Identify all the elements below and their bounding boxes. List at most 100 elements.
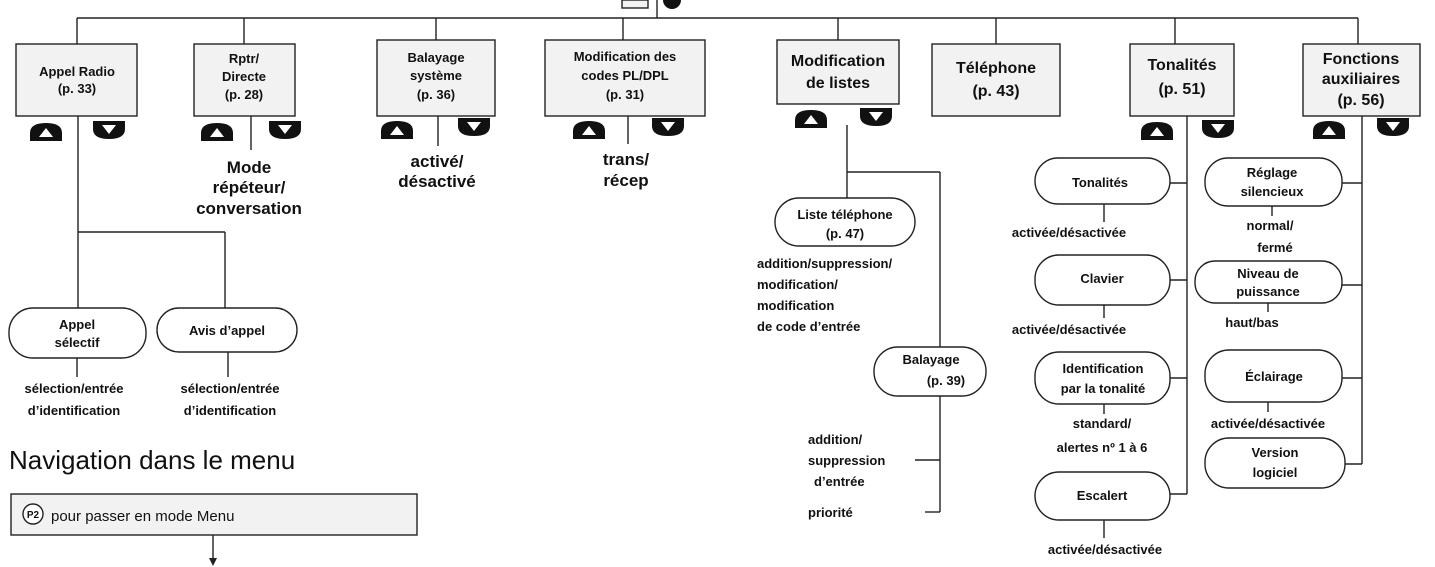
codes-values-line1: trans/ bbox=[603, 150, 650, 169]
niveau-values: haut/bas bbox=[1225, 315, 1278, 330]
liste-telephone-values-line2: modification/ bbox=[757, 277, 838, 292]
appel-selectif-values-line1: sélection/entrée bbox=[25, 381, 124, 396]
niveau-line2: puissance bbox=[1236, 284, 1300, 299]
avis-appel-option[interactable]: Avis d’appel bbox=[156, 307, 298, 353]
menu-item-rptr-directe[interactable]: Rptr/ Directe (p. 28) bbox=[193, 43, 296, 117]
clavier-option[interactable]: Clavier bbox=[1034, 254, 1171, 306]
listes-branch bbox=[846, 125, 941, 513]
down-arrow-icon[interactable] bbox=[93, 121, 125, 139]
up-arrow-icon[interactable] bbox=[1141, 122, 1173, 140]
menu-item-codes-pl-dpl[interactable]: Modification des codes PL/DPL (p. 31) bbox=[544, 39, 706, 117]
escalert-label: Escalert bbox=[1077, 488, 1128, 503]
up-arrow-icon[interactable] bbox=[201, 123, 233, 141]
down-arrow-icon[interactable] bbox=[269, 121, 301, 139]
eclairage-values: activée/désactivée bbox=[1211, 416, 1325, 431]
liste-telephone-values-line3: modification bbox=[757, 298, 834, 313]
down-arrow-icon[interactable] bbox=[652, 118, 684, 136]
avis-appel-label: Avis d’appel bbox=[189, 323, 265, 338]
liste-telephone-option[interactable]: Liste téléphone (p. 47) bbox=[774, 197, 916, 247]
niveau-puissance-option[interactable]: Niveau de puissance bbox=[1194, 260, 1343, 304]
balayage-systeme-line2: système bbox=[410, 68, 462, 83]
balayage-liste-line1: Balayage bbox=[902, 352, 959, 367]
escalert-option[interactable]: Escalert bbox=[1034, 471, 1171, 521]
niveau-line1: Niveau de bbox=[1237, 266, 1298, 281]
listes-line2: de listes bbox=[806, 75, 870, 92]
rptr-line1: Rptr/ bbox=[229, 51, 260, 66]
auxiliaires-branch bbox=[1342, 116, 1363, 465]
auxiliaires-line1: Fonctions bbox=[1323, 51, 1400, 68]
balayage-liste-values-line1: addition/ bbox=[808, 432, 863, 447]
menu-item-balayage-systeme[interactable]: Balayage système (p. 36) bbox=[376, 39, 496, 117]
identification-tonalite-option[interactable]: Identification par la tonalité bbox=[1034, 351, 1171, 405]
reglage-line2: silencieux bbox=[1241, 184, 1305, 199]
tonalites-page: (p. 51) bbox=[1158, 81, 1205, 98]
top-connectors bbox=[76, 0, 1359, 44]
navigation-instruction: pour passer en mode Menu bbox=[51, 508, 234, 525]
menu-item-modification-listes[interactable]: Modification de listes bbox=[776, 39, 900, 105]
version-line2: logiciel bbox=[1253, 465, 1298, 480]
down-arrow-icon[interactable] bbox=[1377, 118, 1409, 136]
clavier-label: Clavier bbox=[1080, 271, 1123, 286]
balayage-systeme-page: (p. 36) bbox=[417, 87, 455, 102]
menu-item-fonctions-auxiliaires[interactable]: Fonctions auxiliaires (p. 56) bbox=[1302, 43, 1421, 117]
menu-item-appel-radio[interactable]: Appel Radio (p. 33) bbox=[15, 43, 138, 117]
reglage-values-line1: normal/ bbox=[1247, 218, 1294, 233]
liste-telephone-values-line4: de code d’entrée bbox=[757, 319, 860, 334]
down-arrow-icon[interactable] bbox=[860, 108, 892, 126]
balayage-liste-values-line3: d’entrée bbox=[814, 474, 865, 489]
balayage-values-line2: désactivé bbox=[398, 172, 476, 191]
version-line1: Version bbox=[1252, 445, 1299, 460]
down-arrow-icon[interactable] bbox=[1202, 120, 1234, 138]
balayage-liste-values-line2: suppression bbox=[808, 453, 885, 468]
balayage-liste-option[interactable]: Balayage (p. 39) bbox=[873, 346, 987, 397]
menu-item-tonalites[interactable]: Tonalités (p. 51) bbox=[1129, 43, 1235, 117]
version-logiciel-option[interactable]: Version logiciel bbox=[1204, 437, 1346, 489]
codes-values-line2: récep bbox=[603, 171, 648, 190]
telephone-label: Téléphone bbox=[956, 60, 1036, 77]
tonalites-option[interactable]: Tonalités bbox=[1034, 157, 1171, 205]
balayage-values-line1: activé/ bbox=[411, 152, 464, 171]
balayage-systeme-line1: Balayage bbox=[407, 50, 464, 65]
avis-appel-values-line2: d’identification bbox=[184, 403, 277, 418]
tonalites-option-label: Tonalités bbox=[1072, 175, 1128, 190]
arrow-down-icon bbox=[209, 558, 217, 566]
listes-line1: Modification bbox=[791, 53, 885, 70]
eclairage-option[interactable]: Éclairage bbox=[1204, 349, 1343, 403]
escalert-values: activée/désactivée bbox=[1048, 542, 1162, 557]
menu-item-telephone[interactable]: Téléphone (p. 43) bbox=[931, 43, 1061, 117]
rptr-values-line2: répéteur/ bbox=[213, 178, 286, 197]
up-arrow-icon[interactable] bbox=[381, 121, 413, 139]
p2-key-icon bbox=[22, 503, 44, 525]
codes-line2: codes PL/DPL bbox=[581, 68, 668, 83]
up-arrow-icon[interactable] bbox=[30, 123, 62, 141]
appel-selectif-option[interactable]: Appel sélectif bbox=[8, 307, 147, 359]
reglage-values-line2: fermé bbox=[1257, 240, 1292, 255]
appel-radio-page: (p. 33) bbox=[58, 81, 96, 96]
p2-key-label: P2 bbox=[27, 510, 40, 521]
up-arrow-icon[interactable] bbox=[795, 110, 827, 128]
reglage-silencieux-option[interactable]: Réglage silencieux bbox=[1204, 157, 1343, 207]
liste-telephone-line1: Liste téléphone bbox=[797, 207, 892, 222]
up-arrow-icon[interactable] bbox=[1313, 121, 1345, 139]
down-arrow-icon[interactable] bbox=[458, 118, 490, 136]
balayage-liste-page: (p. 39) bbox=[927, 373, 965, 388]
appel-selectif-line1: Appel bbox=[59, 317, 95, 332]
navigation-instruction-box: P2 pour passer en mode Menu bbox=[10, 493, 418, 536]
top-round-button-partial bbox=[663, 0, 681, 9]
up-arrow-icon[interactable] bbox=[573, 121, 605, 139]
tonalites-label: Tonalités bbox=[1147, 57, 1216, 74]
identification-line1: Identification bbox=[1063, 361, 1144, 376]
appel-selectif-values-line2: d’identification bbox=[28, 403, 121, 418]
liste-telephone-page: (p. 47) bbox=[826, 226, 864, 241]
identification-line2: par la tonalité bbox=[1061, 381, 1146, 396]
top-menu-button-partial bbox=[621, 0, 649, 9]
auxiliaires-line2: auxiliaires bbox=[1322, 71, 1400, 88]
rptr-values-line3: conversation bbox=[196, 199, 302, 218]
tonalites-option-values: activée/désactivée bbox=[1012, 225, 1126, 240]
identification-values-line2: alertes nº 1 à 6 bbox=[1057, 440, 1148, 455]
rptr-line2: Directe bbox=[222, 69, 266, 84]
identification-values-line1: standard/ bbox=[1073, 416, 1132, 431]
navigation-title: Navigation dans le menu bbox=[9, 445, 295, 475]
clavier-values: activée/désactivée bbox=[1012, 322, 1126, 337]
